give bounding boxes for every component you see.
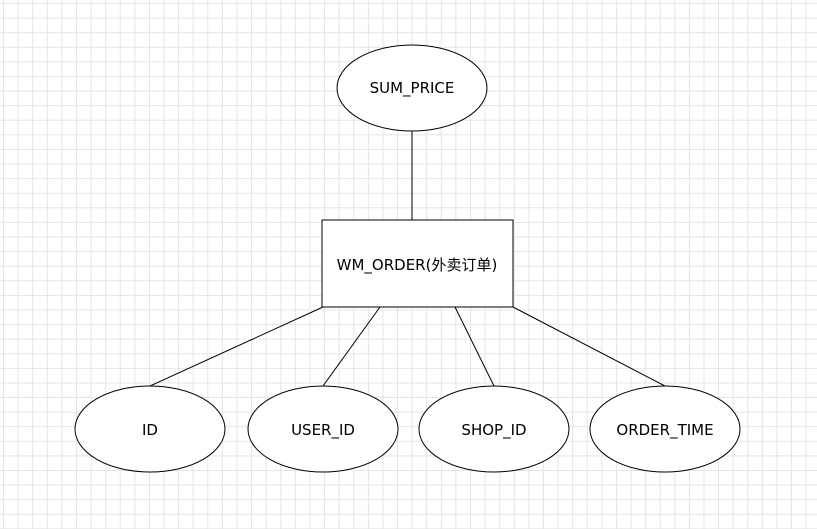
attribute-sum-price-label: SUM_PRICE	[370, 79, 455, 98]
attribute-user-id[interactable]: USER_ID	[247, 385, 399, 473]
attribute-shop-id[interactable]: SHOP_ID	[418, 385, 570, 473]
attribute-user-id-label: USER_ID	[291, 421, 355, 440]
attribute-order-time[interactable]: ORDER_TIME	[589, 385, 741, 473]
edge-id	[149, 306, 324, 387]
attribute-shop-id-label: SHOP_ID	[461, 421, 526, 440]
edge-shop-id	[454, 306, 495, 387]
attribute-id[interactable]: ID	[74, 385, 226, 473]
entity-wm-order[interactable]: WM_ORDER(外卖订单)	[321, 219, 514, 308]
edge-order-time	[512, 306, 666, 387]
entity-wm-order-label: WM_ORDER(外卖订单)	[337, 256, 498, 275]
edge-user-id	[322, 306, 381, 387]
attribute-order-time-label: ORDER_TIME	[616, 421, 713, 440]
attribute-id-label: ID	[142, 421, 158, 439]
attribute-sum-price[interactable]: SUM_PRICE	[336, 44, 488, 132]
